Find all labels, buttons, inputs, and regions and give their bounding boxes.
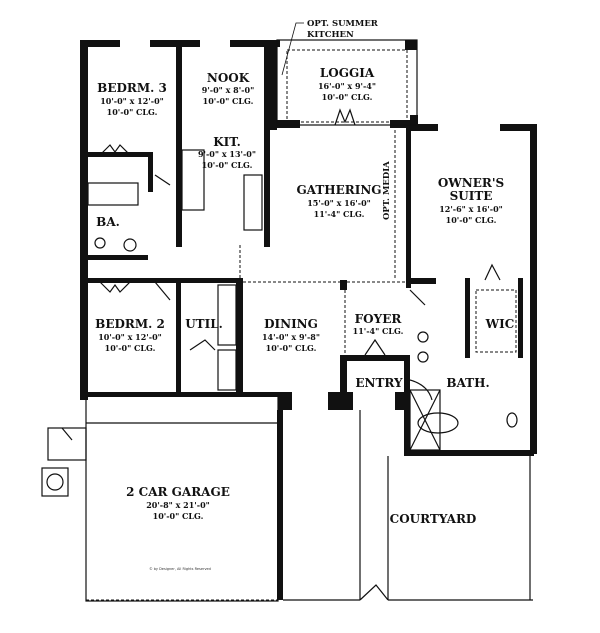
kitchen-island (243, 174, 263, 231)
thin-outlines (41, 39, 533, 602)
room-ceiling: 10'-0" CLG. (446, 215, 497, 225)
room-courtyard: COURTYARD (390, 512, 477, 526)
dashed-lines (86, 49, 517, 601)
room-ceiling: 10'-0" CLG. (153, 511, 204, 521)
room-ceiling: 10'-0" CLG. (203, 96, 254, 106)
room-size: 9'-0" x 8'-0" (202, 85, 254, 95)
room-bath: BA. (96, 215, 120, 229)
room-size: 10'-0" x 12'-0" (98, 332, 162, 342)
room-name: FOYER (355, 312, 403, 326)
chimney (41, 467, 69, 497)
room-wic: WIC (485, 317, 515, 331)
shower (409, 389, 441, 451)
room-kitchen: KIT. 9'-0" x 13'-0" 10'-0" CLG. (198, 135, 256, 170)
room-name: BEDRM. 3 (97, 81, 167, 95)
room-owners-bath: BATH. (446, 376, 489, 390)
bathtub (87, 182, 139, 206)
room-name: BEDRM. 2 (95, 317, 165, 331)
room-garage: 2 CAR GARAGE 20'-8" x 21'-0" 10'-0" CLG. (126, 485, 230, 521)
room-ceiling: 11'-4" CLG. (314, 209, 365, 219)
copyright-notice: © by Designer, All Rights Reserved (149, 567, 211, 571)
room-ceiling: 10'-0" CLG. (322, 92, 373, 102)
room-bedroom-3: BEDRM. 3 10'-0" x 12'-0" 10'-0" CLG. (97, 81, 167, 117)
room-utility: UTIL. (185, 317, 223, 331)
room-gathering: GATHERING 15'-0" x 16'-0" 11'-4" CLG. (296, 183, 381, 219)
summer-kitchen-note: OPT. SUMMER KITCHEN (281, 19, 379, 76)
room-size: 16'-0" x 9'-4" (318, 81, 376, 91)
room-name: NOOK (207, 71, 250, 85)
leader-line (281, 22, 304, 76)
room-name: KIT. (213, 135, 241, 149)
note-line2: KITCHEN (307, 30, 354, 40)
room-size: 10'-0" x 12'-0" (100, 96, 164, 106)
note-line1: OPT. SUMMER (307, 19, 379, 29)
room-size: 15'-0" x 16'-0" (307, 198, 371, 208)
opt-media-label: OPT. MEDIA (382, 161, 392, 220)
room-bedroom-2: BEDRM. 2 10'-0" x 12'-0" 10'-0" CLG. (95, 317, 165, 353)
room-foyer: FOYER 11'-4" CLG. (353, 312, 404, 336)
room-entry: ENTRY (355, 376, 403, 390)
room-name: LOGGIA (320, 66, 375, 80)
room-loggia: LOGGIA 16'-0" x 9'-4" 10'-0" CLG. (318, 66, 376, 102)
room-nook: NOOK 9'-0" x 8'-0" 10'-0" CLG. (202, 71, 254, 106)
tub (417, 412, 459, 434)
room-size: 12'-6" x 16'-0" (439, 204, 503, 214)
doors (61, 108, 501, 441)
room-name-line1: OWNER'S (438, 176, 504, 190)
room-size: 9'-0" x 13'-0" (198, 149, 256, 159)
room-ceiling: 10'-0" CLG. (202, 160, 253, 170)
room-name: GATHERING (296, 183, 381, 197)
room-ceiling: 10'-0" CLG. (107, 107, 158, 117)
room-name-line2: SUITE (450, 189, 493, 203)
room-dining: DINING 14'-0" x 9'-8" 10'-0" CLG. (262, 317, 320, 353)
room-size: 20'-8" x 21'-0" (146, 500, 210, 510)
room-ceiling: 11'-4" CLG. (353, 326, 404, 336)
laundry (217, 284, 237, 346)
room-ceiling: 10'-0" CLG. (105, 343, 156, 353)
water-heater (217, 349, 237, 391)
room-size: 14'-0" x 9'-8" (262, 332, 320, 342)
room-name: DINING (264, 317, 318, 331)
room-ceiling: 10'-0" CLG. (266, 343, 317, 353)
kitchen-counter (181, 149, 205, 211)
walls (80, 40, 537, 600)
room-owners-suite: OWNER'S SUITE 12'-6" x 16'-0" 10'-0" CLG… (438, 176, 504, 225)
room-name: 2 CAR GARAGE (126, 485, 230, 499)
